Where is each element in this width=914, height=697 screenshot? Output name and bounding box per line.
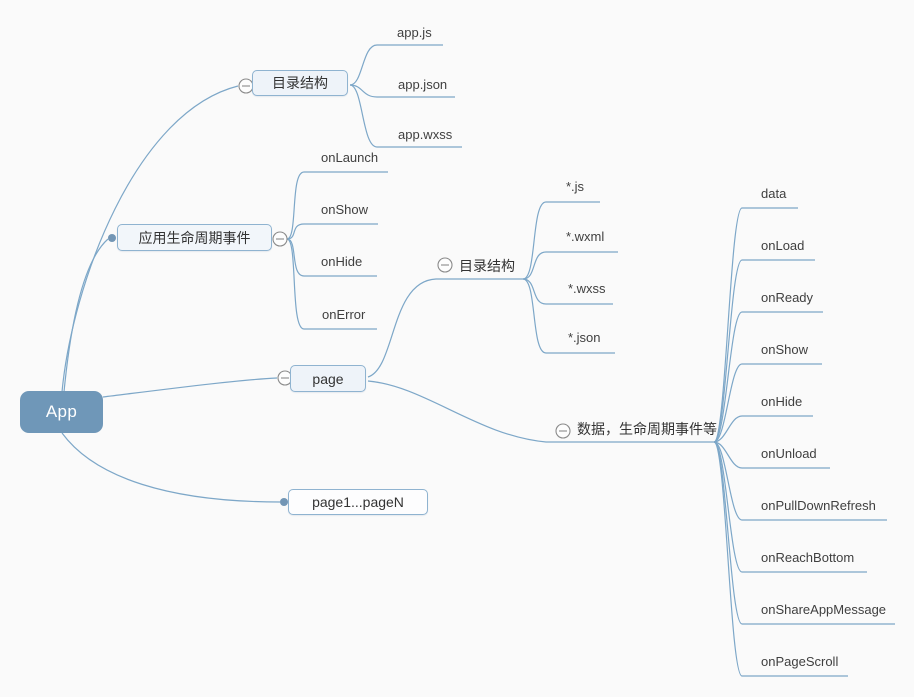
edge-data-onhide bbox=[713, 415, 813, 443]
edge-life-onshow bbox=[286, 223, 378, 240]
collapse-icon-page[interactable] bbox=[277, 370, 293, 386]
node-page[interactable]: page bbox=[290, 365, 366, 392]
edge-data-onload bbox=[713, 259, 815, 443]
node-page-data-lifecycle[interactable]: 数据，生命周期事件等 bbox=[577, 421, 717, 437]
leaf-app-wxss[interactable]: app.wxss bbox=[398, 127, 453, 142]
collapse-icon-dir[interactable] bbox=[238, 78, 254, 94]
connector-dot bbox=[108, 234, 116, 242]
edge-data-onpulldownrefresh bbox=[713, 441, 887, 521]
leaf-onload[interactable]: onLoad bbox=[761, 238, 805, 253]
edge-data-onpagescroll bbox=[713, 441, 848, 677]
edge-life-onhide bbox=[286, 238, 377, 277]
leaf-app-json[interactable]: app.json bbox=[398, 77, 448, 92]
edge-data-onshareappmessage bbox=[713, 441, 895, 625]
edge-root-to-page bbox=[102, 377, 278, 398]
leaf-onhide-page[interactable]: onHide bbox=[761, 394, 803, 409]
leaf-star-js[interactable]: *.js bbox=[566, 179, 585, 194]
collapse-icon-life[interactable] bbox=[272, 231, 288, 247]
edge-data-data bbox=[713, 207, 798, 443]
leaf-onlaunch[interactable]: onLaunch bbox=[321, 150, 379, 165]
leaf-star-wxml[interactable]: *.wxml bbox=[566, 229, 605, 244]
node-directory-structure[interactable]: 目录结构 bbox=[252, 70, 348, 96]
leaf-onpulldownrefresh[interactable]: onPullDownRefresh bbox=[761, 498, 876, 513]
leaf-onunload[interactable]: onUnload bbox=[761, 446, 817, 461]
edge-data-onunload bbox=[713, 441, 830, 469]
collapse-icon-dir2[interactable] bbox=[437, 257, 453, 273]
edge-dir2-wxss bbox=[522, 278, 613, 305]
edge-page-to-dir2 bbox=[367, 278, 523, 378]
edge-dir-appjson bbox=[349, 84, 455, 98]
leaf-onready[interactable]: onReady bbox=[761, 290, 814, 305]
edge-dir2-js bbox=[522, 201, 600, 280]
edge-dir2-json bbox=[522, 278, 615, 354]
connector-dot bbox=[280, 498, 288, 506]
edge-dir2-wxml bbox=[522, 251, 618, 280]
leaf-onpagescroll[interactable]: onPageScroll bbox=[761, 654, 839, 669]
node-page1-pagen[interactable]: page1...pageN bbox=[288, 489, 428, 515]
leaf-app-js[interactable]: app.js bbox=[397, 25, 432, 40]
leaf-onshow[interactable]: onShow bbox=[321, 202, 368, 217]
edge-page-to-data bbox=[367, 380, 714, 443]
leaf-onerror[interactable]: onError bbox=[322, 307, 366, 322]
edge-root-to-life bbox=[63, 238, 109, 393]
edge-life-onerror bbox=[286, 238, 377, 330]
edge-data-onshow bbox=[713, 363, 822, 443]
leaf-onhide[interactable]: onHide bbox=[321, 254, 363, 269]
edge-root-to-pages bbox=[61, 432, 281, 503]
leaf-data[interactable]: data bbox=[761, 186, 787, 201]
collapse-icon-data[interactable] bbox=[555, 423, 571, 439]
edge-data-onready bbox=[713, 311, 823, 443]
edge-life-onlaunch bbox=[286, 171, 388, 240]
leaf-star-wxss[interactable]: *.wxss bbox=[568, 281, 606, 296]
edge-dir-appwxss bbox=[349, 84, 462, 148]
leaf-star-json[interactable]: *.json bbox=[568, 330, 601, 345]
leaf-onreachbottom[interactable]: onReachBottom bbox=[761, 550, 855, 565]
root-node-app[interactable]: App bbox=[20, 391, 103, 433]
edge-root-to-dir bbox=[61, 85, 239, 393]
node-app-lifecycle-events[interactable]: 应用生命周期事件 bbox=[117, 224, 272, 251]
edge-dir-appjs bbox=[349, 44, 443, 86]
leaf-onshareappmessage[interactable]: onShareAppMessage bbox=[761, 602, 887, 617]
node-page-directory-structure[interactable]: 目录结构 bbox=[459, 258, 515, 274]
leaf-onshow-page[interactable]: onShow bbox=[761, 342, 808, 357]
